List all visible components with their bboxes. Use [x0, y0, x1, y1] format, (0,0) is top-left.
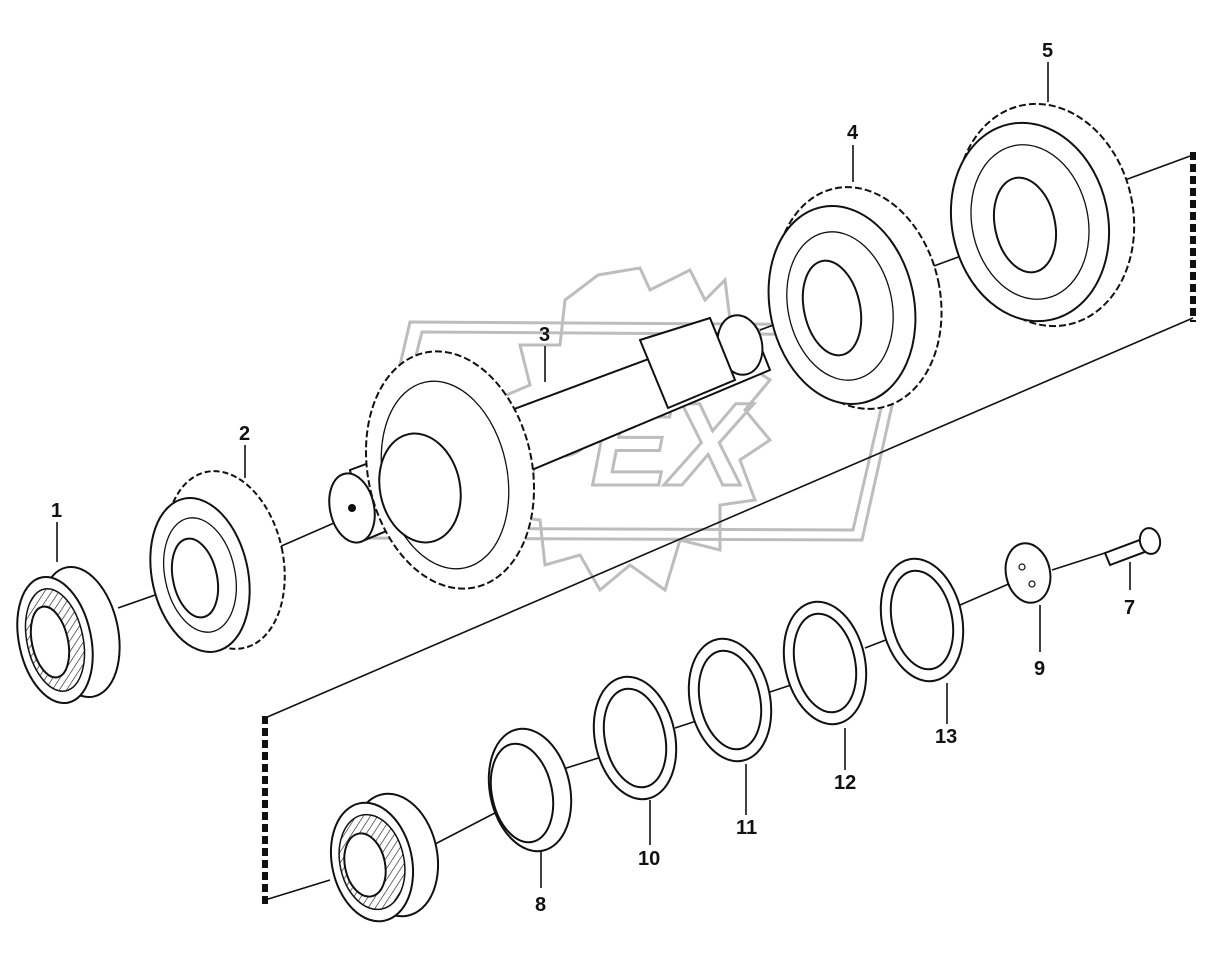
callout-11: 11 — [736, 817, 757, 839]
retainer-plate-part-9 — [1004, 542, 1052, 604]
small-gear-part-2 — [149, 470, 286, 653]
gear-part-5 — [949, 102, 1136, 328]
shim-part-10 — [592, 675, 678, 801]
callout-7: 7 — [1124, 597, 1135, 619]
callout-3: 3 — [539, 324, 550, 346]
seal-part-8 — [487, 727, 573, 853]
callout-12: 12 — [834, 772, 856, 794]
bearing-part-1 — [16, 565, 121, 705]
callout-13: 13 — [935, 726, 957, 748]
shim-part-11 — [687, 637, 773, 763]
callout-1: 1 — [51, 500, 62, 522]
callout-9: 9 — [1034, 658, 1045, 680]
assembly-outline — [262, 152, 1196, 904]
callout-2: 2 — [239, 423, 250, 445]
callout-4: 4 — [847, 122, 859, 144]
callout-10: 10 — [638, 848, 660, 870]
callout-leaders — [56, 62, 1131, 888]
shim-part-12 — [782, 600, 868, 726]
callout-5: 5 — [1042, 40, 1053, 62]
bolt-part-7 — [1103, 527, 1162, 567]
gear-part-4 — [767, 186, 943, 410]
callout-8: 8 — [535, 894, 546, 916]
main-shaft-part-3 — [328, 314, 772, 590]
bearing-lower — [329, 792, 440, 923]
shim-part-13 — [879, 557, 965, 683]
callout-labels: 1 2 3 4 5 7 8 9 10 11 12 13 — [51, 40, 1135, 916]
